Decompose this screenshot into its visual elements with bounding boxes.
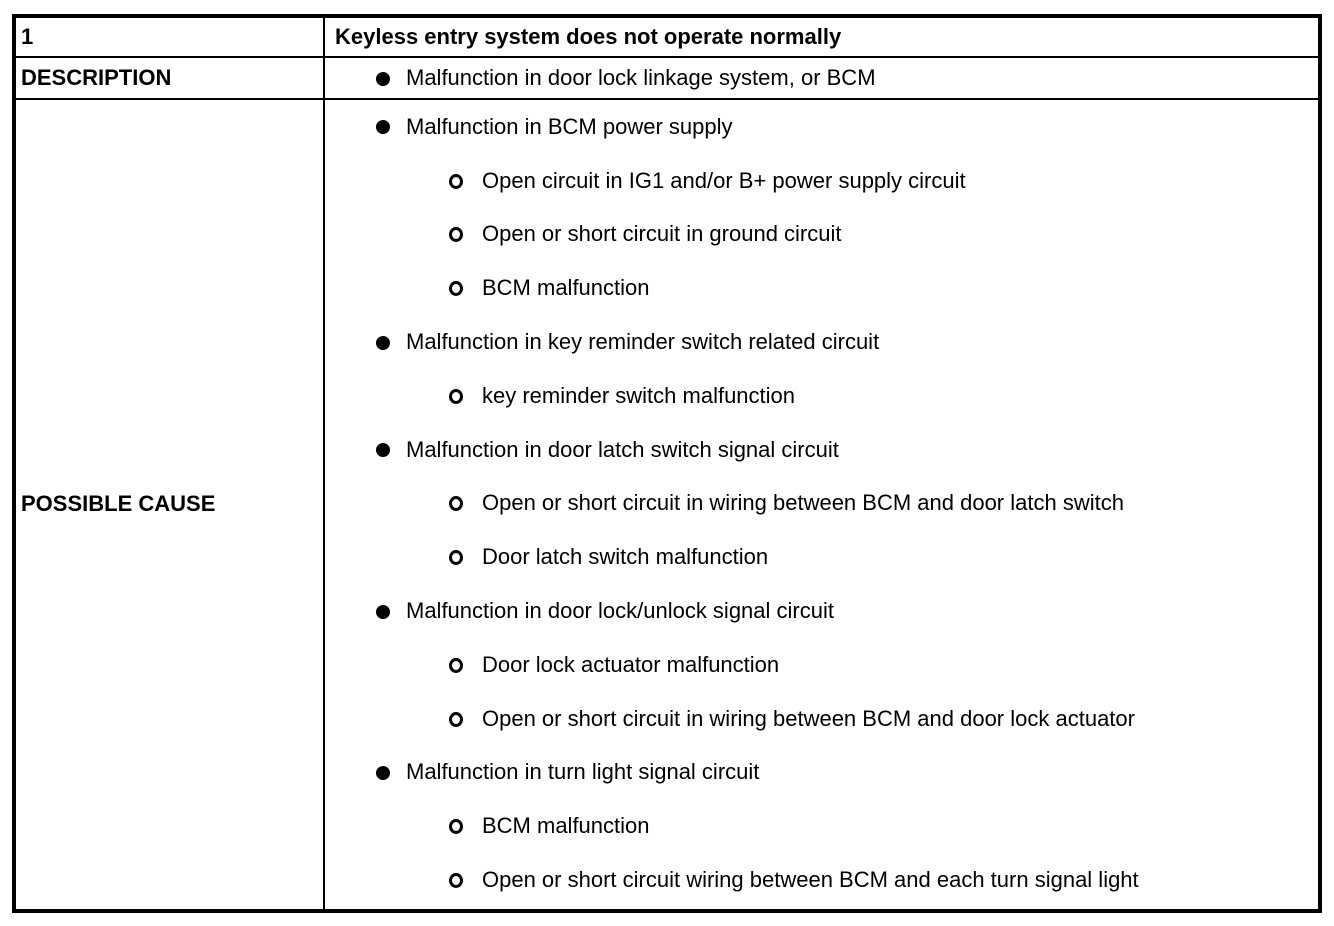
description-label: DESCRIPTION [21,64,172,90]
description-label-cell: DESCRIPTION [16,58,325,100]
list-item: Door lock actuator malfunction [325,638,1318,692]
list-item: Open or short circuit in wiring between … [325,477,1318,531]
list-item-text: Open or short circuit wiring between BCM… [482,866,1139,892]
open-bullet-icon [449,873,463,889]
list-item-text: Malfunction in door lock linkage system,… [406,64,876,90]
possible-cause-label-cell: POSSIBLE CAUSE [16,100,325,909]
filled-bullet-icon [376,335,390,350]
list-item: Malfunction in turn light signal circuit [325,746,1318,800]
open-bullet-icon [449,281,463,297]
filled-bullet-icon [376,71,390,86]
open-bullet-icon [449,227,463,243]
list-item: Open or short circuit in wiring between … [325,692,1318,746]
list-item-text: Malfunction in door lock/unlock signal c… [406,597,834,623]
filled-bullet-icon [376,120,390,135]
list-item: Malfunction in door lock/unlock signal c… [325,584,1318,638]
open-bullet-icon [449,388,463,404]
list-item: key reminder switch malfunction [325,369,1318,423]
list-item: Malfunction in door lock linkage system,… [325,64,1318,90]
list-item: Open or short circuit in ground circuit [325,208,1318,262]
list-item-text: Open or short circuit in wiring between … [482,490,1124,516]
issue-title: Keyless entry system does not operate no… [335,23,842,49]
list-item: Open circuit in IG1 and/or B+ power supp… [325,154,1318,208]
list-item-text: Malfunction in key reminder switch relat… [406,328,880,354]
list-item: Malfunction in key reminder switch relat… [325,315,1318,369]
open-bullet-icon [449,711,463,727]
issue-number: 1 [21,23,34,49]
issue-number-cell: 1 [16,18,325,58]
list-item-text: key reminder switch malfunction [482,382,796,408]
possible-cause-label: POSSIBLE CAUSE [21,491,216,517]
diagnostic-table: 1 Keyless entry system does not operate … [12,14,1322,913]
list-item-text: Open circuit in IG1 and/or B+ power supp… [482,167,966,193]
issue-title-cell: Keyless entry system does not operate no… [325,18,1318,58]
filled-bullet-icon [376,604,390,619]
list-item-text: BCM malfunction [482,275,650,301]
list-item: BCM malfunction [325,261,1318,315]
list-item-text: Open or short circuit in ground circuit [482,221,842,247]
open-bullet-icon [449,550,463,566]
list-item-text: Malfunction in BCM power supply [406,113,733,139]
list-item-text: Malfunction in turn light signal circuit [406,759,760,785]
possible-cause-items-cell: Malfunction in BCM power supply Open cir… [325,100,1318,909]
description-items-cell: Malfunction in door lock linkage system,… [325,58,1318,100]
list-item: Door latch switch malfunction [325,530,1318,584]
list-item-text: Open or short circuit in wiring between … [482,705,1135,731]
list-item-text: BCM malfunction [482,813,650,839]
list-item: Malfunction in door latch switch signal … [325,423,1318,477]
list-item: Malfunction in BCM power supply [325,100,1318,154]
list-item: Open or short circuit wiring between BCM… [325,853,1318,907]
list-item-text: Door lock actuator malfunction [482,651,780,677]
list-item-text: Door latch switch malfunction [482,544,769,570]
open-bullet-icon [449,819,463,835]
open-bullet-icon [449,657,463,673]
open-bullet-icon [449,496,463,512]
open-bullet-icon [449,173,463,189]
filled-bullet-icon [376,765,390,780]
filled-bullet-icon [376,443,390,458]
list-item-text: Malfunction in door latch switch signal … [406,436,839,462]
list-item: BCM malfunction [325,799,1318,853]
